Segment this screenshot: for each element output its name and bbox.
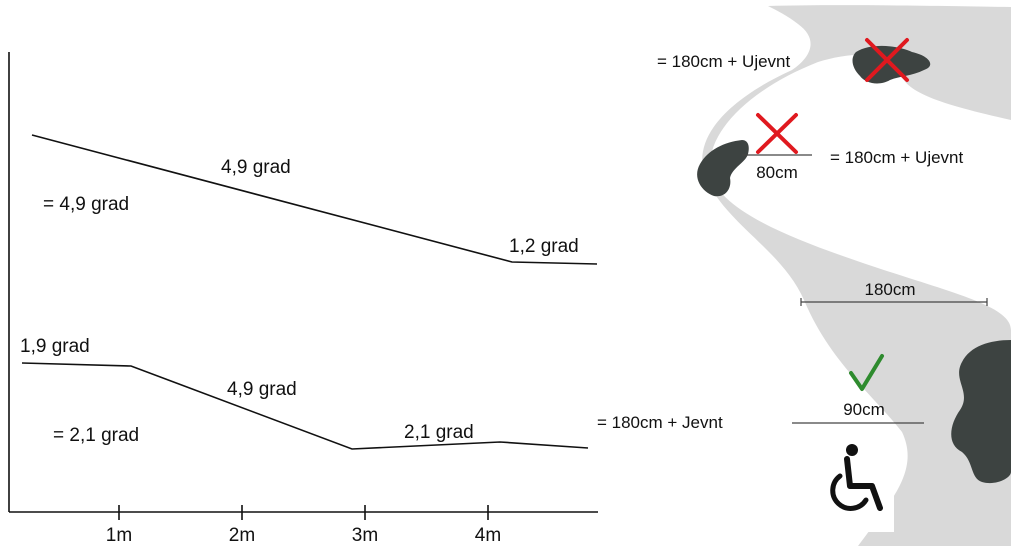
top-end-label: 1,2 grad — [509, 236, 579, 257]
winding-path — [702, 5, 1011, 546]
bottom-start-label: 1,9 grad — [20, 336, 90, 357]
bottom-middle-label: 4,9 grad — [227, 379, 297, 400]
bottom-note: = 180cm + Jevnt — [597, 413, 723, 432]
x-tick-label: 1m — [106, 525, 132, 546]
cross-icon — [756, 113, 798, 154]
obstacle-patch — [697, 140, 749, 197]
passing-width-label: 90cm — [843, 400, 885, 419]
top-slope-line — [31, 134, 598, 265]
x-tick-label: 4m — [475, 525, 501, 546]
top-segment-label: 4,9 grad — [221, 157, 291, 178]
bottom-end-label: 2,1 grad — [404, 422, 474, 443]
obstacle-patch — [951, 340, 1011, 484]
top-note: = 180cm + Ujevnt — [657, 52, 791, 71]
x-tick-label: 2m — [229, 525, 255, 546]
x-tick-label: 3m — [352, 525, 378, 546]
path-diagram: = 180cm + Ujevnt = 180cm + Ujevnt 80cm 1… — [597, 5, 1011, 546]
bottom-average-label: = 2,1 grad — [53, 425, 139, 446]
bottom-slope-line — [21, 362, 589, 450]
checkmark-icon — [849, 354, 884, 391]
cross-icon — [865, 38, 909, 82]
narrow-width-label: 80cm — [756, 163, 798, 182]
wheelchair-icon — [812, 436, 894, 532]
top-average-label: = 4,9 grad — [43, 194, 129, 215]
full-width-label: 180cm — [864, 280, 915, 299]
middle-note: = 180cm + Ujevnt — [830, 148, 964, 167]
slope-diagram: 1m 2m 3m 4m 4,9 grad 1,2 grad = 4,9 grad… — [8, 52, 598, 546]
